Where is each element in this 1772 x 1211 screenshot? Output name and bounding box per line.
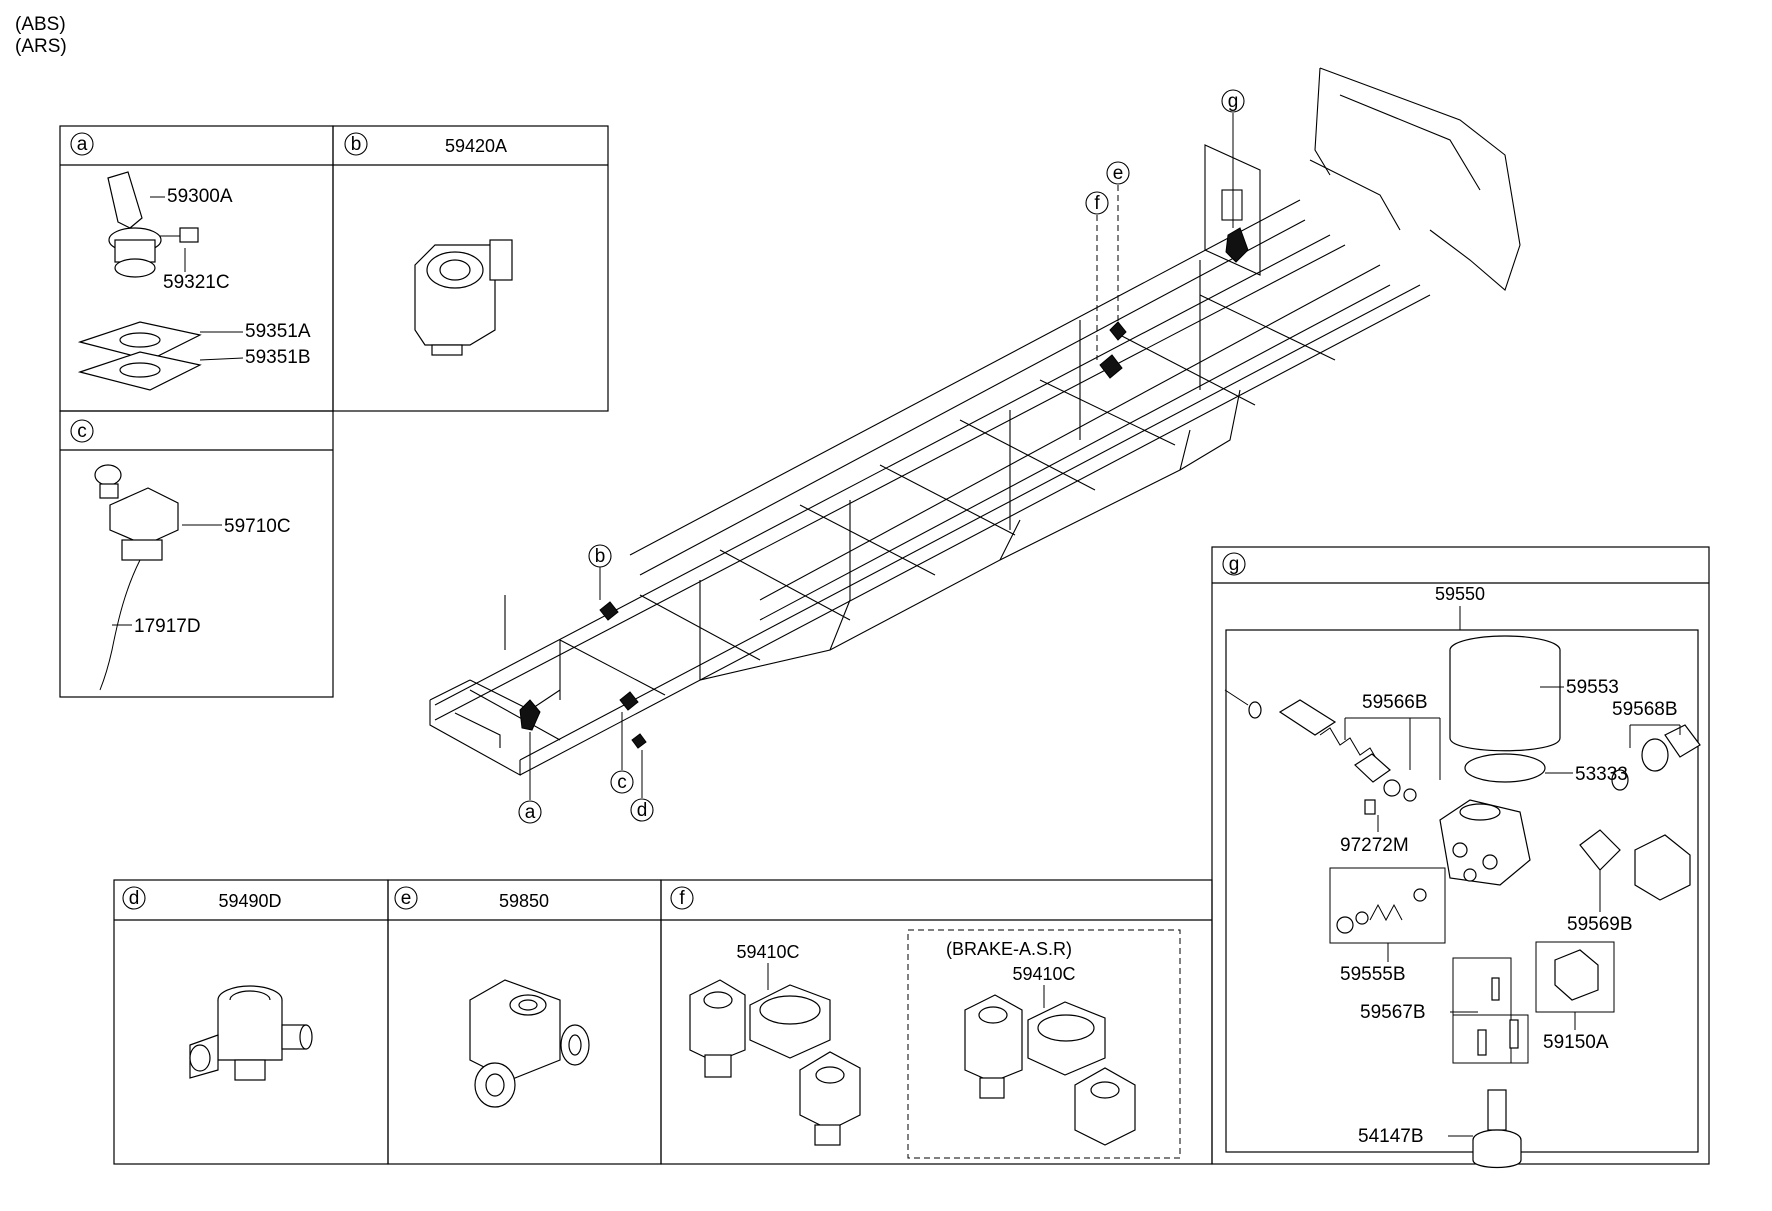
part-label: 59351B [245, 347, 311, 368]
panel-b: b 59420A [332, 125, 609, 412]
part-label: 59300A [167, 186, 233, 207]
panel-d-letter: d [129, 888, 140, 909]
panel-b-title: 59420A [445, 136, 507, 156]
part-label: 59410C [1012, 964, 1075, 984]
panel-e: e 59850 [387, 879, 662, 1165]
part-label: 97272M [1340, 835, 1409, 856]
panel-f: f 59410C (BRAKE-A.S.R) 59410C [660, 879, 1213, 1165]
hand-valve-icon [107, 171, 199, 278]
header-ars: (ARS) [15, 36, 67, 57]
callout-g: g [1228, 91, 1239, 112]
part-label: 59351A [245, 321, 311, 342]
gasket-icon [77, 321, 202, 391]
part-label: 59555B [1340, 964, 1406, 985]
panel-a: a 59300A 59321C 59351A 59351B [59, 125, 334, 412]
asr-valve-assembly-icon [964, 994, 1136, 1146]
part-label: 59566B [1362, 692, 1428, 713]
part-label: 59569B [1567, 914, 1633, 935]
callout-c: c [617, 772, 627, 793]
callout-e: e [1113, 163, 1124, 184]
part-label: 17917D [134, 616, 201, 637]
callout-d: d [637, 800, 648, 821]
panel-f-letter: f [679, 888, 685, 909]
callout-f: f [1094, 193, 1100, 214]
part-label: 59568B [1612, 699, 1678, 720]
valve-assembly-icon [689, 979, 861, 1146]
part-label: 54147B [1358, 1126, 1424, 1147]
check-valve-icon [469, 979, 590, 1108]
part-label: 59410C [736, 942, 799, 962]
chassis-frame-drawing [429, 67, 1521, 776]
callout-b: b [595, 546, 606, 567]
part-label: 59150A [1543, 1032, 1609, 1053]
air-dryer-icon [1224, 635, 1701, 1169]
callout-a: a [525, 802, 536, 823]
panel-e-letter: e [401, 888, 412, 909]
panel-c-letter: c [77, 421, 87, 442]
assembly-label: 59550 [1435, 584, 1485, 604]
part-label: 59567B [1360, 1002, 1426, 1023]
part-label: 53333 [1575, 764, 1628, 785]
brake-valve-icon [94, 464, 179, 691]
part-label: 59321C [163, 272, 230, 293]
chassis-callouts: b a c d e f g [518, 89, 1245, 824]
panel-d-title: 59490D [218, 891, 281, 911]
panel-b-letter: b [351, 134, 362, 155]
panel-a-letter: a [77, 134, 88, 155]
panel-c: c 59710C 17917D [59, 410, 334, 698]
part-label: 59553 [1566, 677, 1619, 698]
abs-modulator-icon [414, 239, 513, 356]
asr-label: (BRAKE-A.S.R) [946, 939, 1072, 959]
part-label: 59710C [224, 516, 291, 537]
relay-valve-icon [189, 985, 313, 1081]
panel-e-title: 59850 [499, 891, 549, 911]
panel-g-letter: g [1229, 554, 1240, 575]
asr-dashed-box [907, 929, 1181, 1159]
panel-d: d 59490D [113, 879, 389, 1165]
header-abs: (ABS) [15, 14, 66, 35]
panel-g: g 59550 [1211, 546, 1710, 1169]
